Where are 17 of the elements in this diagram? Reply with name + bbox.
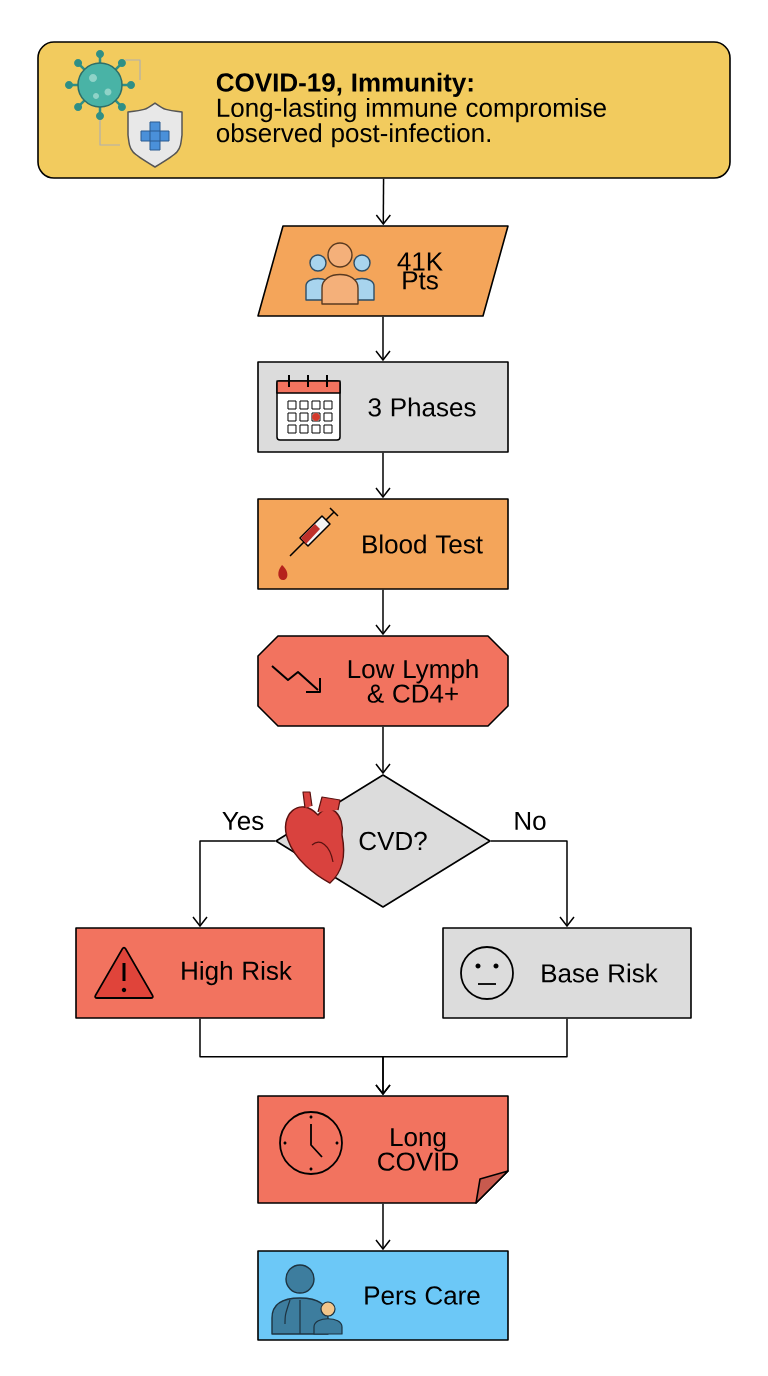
arrow bbox=[375, 589, 391, 636]
document-box: Long COVID bbox=[257, 1095, 509, 1204]
octagon-box: Low Lymph & CD4+ bbox=[257, 635, 509, 727]
process-box: Base Risk bbox=[442, 927, 692, 1019]
process-box: High Risk bbox=[75, 927, 325, 1019]
arrow bbox=[375, 316, 391, 362]
arrow bbox=[375, 1018, 568, 1096]
arrow bbox=[192, 840, 276, 928]
edge-label: Yes bbox=[220, 810, 266, 832]
arrow bbox=[375, 178, 392, 226]
process-box: Blood Test bbox=[257, 498, 509, 590]
title-banner: COVID-19, Immunity: Long-lasting immune compromise observed post-infection. bbox=[37, 41, 731, 179]
arrow bbox=[375, 452, 391, 499]
arrow bbox=[490, 840, 575, 928]
edge-label: No bbox=[512, 810, 548, 832]
arrow bbox=[375, 1203, 391, 1251]
arrow bbox=[375, 726, 391, 775]
